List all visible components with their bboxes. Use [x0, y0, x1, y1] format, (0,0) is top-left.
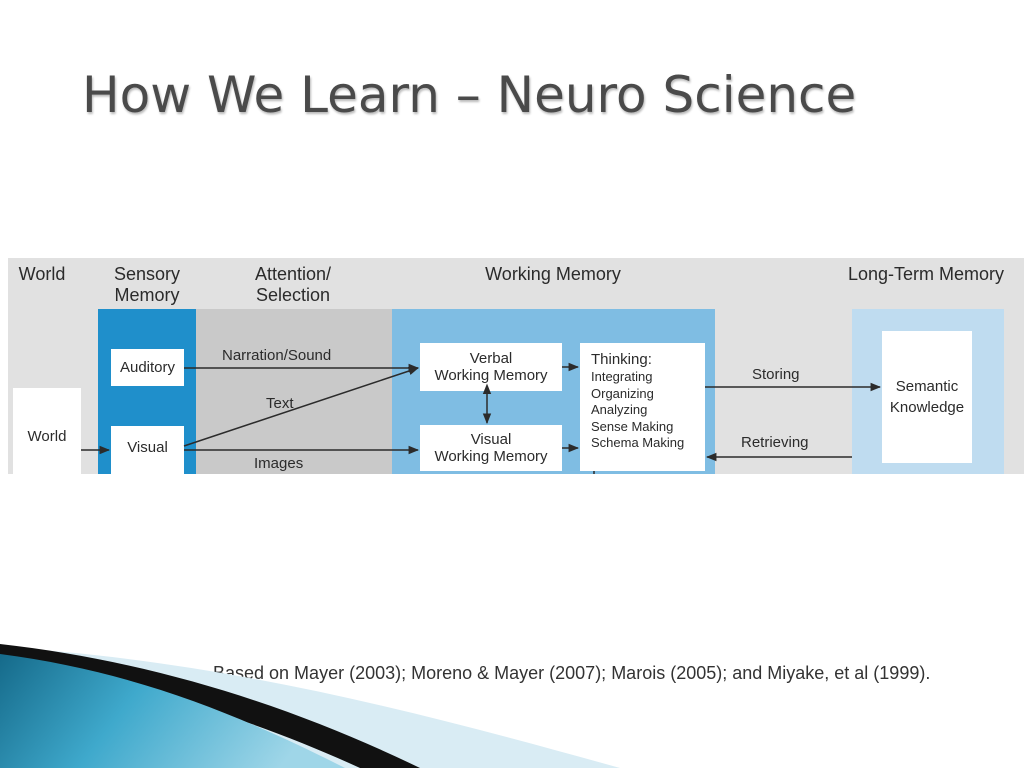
slide-title: How We Learn – Neuro Science — [82, 66, 857, 124]
thinking-item: Analyzing — [591, 402, 648, 417]
thinking-item: Integrating — [591, 369, 653, 384]
header-sensory-memory: Sensory Memory — [113, 264, 181, 305]
images-label: Images — [254, 455, 304, 472]
narration-sound-label: Narration/Sound — [222, 347, 332, 364]
thinking-item: Organizing — [591, 385, 654, 401]
thinking-item: Schema Making — [591, 435, 685, 450]
header-attention-selection: Attention/ Selection — [254, 264, 332, 305]
thinking-item: Sense Making — [591, 418, 674, 434]
semantic-knowledge-box: Semantic Knowledge — [882, 331, 972, 463]
auditory-box: Auditory — [111, 349, 184, 386]
thinking-box: Thinking: Integrating Organizing Analyzi… — [580, 343, 705, 471]
learning-model-diagram: World Sensory Memory Attention/ Selectio… — [8, 258, 1024, 474]
text-label: Text — [266, 395, 294, 412]
header-long-term-memory: Long-Term Memory — [847, 264, 1005, 284]
citation-text: Based on Mayer (2003); Moreno & Mayer (2… — [213, 663, 931, 683]
attention-selection-band — [196, 309, 392, 474]
header-working-memory: Working Memory — [485, 264, 621, 284]
text-arrow — [183, 367, 419, 447]
visual-box: Visual — [111, 426, 184, 474]
arrow-layer — [81, 362, 882, 474]
retrieving-label: Retrieving — [741, 434, 809, 451]
header-world: World — [18, 264, 66, 284]
verbal-working-memory-box: Verbal Working Memory — [420, 343, 562, 391]
world-box: World — [13, 388, 81, 474]
visual-working-memory-box: Visual Working Memory — [420, 425, 562, 471]
thinking-heading: Thinking: — [591, 351, 652, 368]
wave-blue-fill — [0, 654, 345, 768]
storing-label: Storing — [752, 366, 800, 383]
